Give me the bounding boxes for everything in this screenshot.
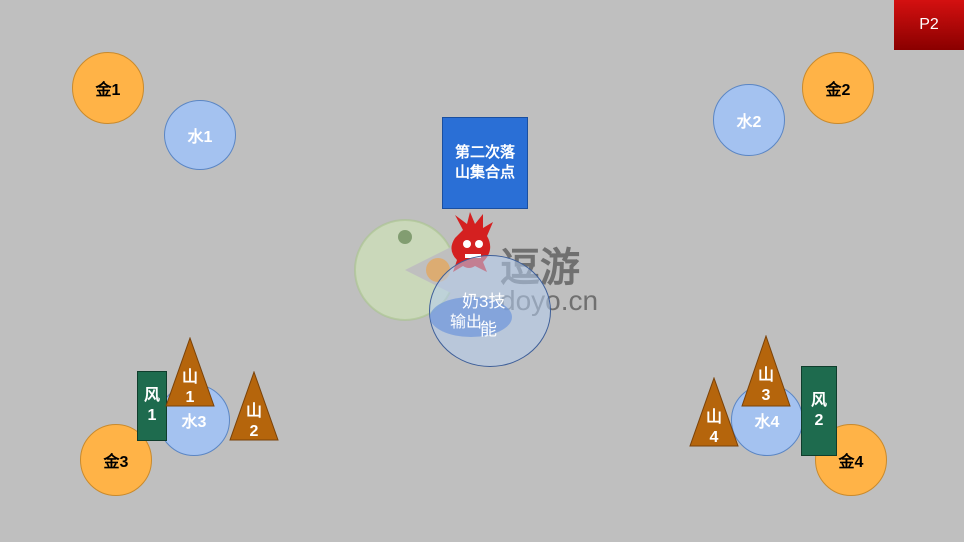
water-1-marker: 水1	[164, 100, 236, 170]
mountain-2-number: 2	[249, 423, 259, 440]
mountain-4-marker: 山 4	[689, 377, 739, 447]
mountain-1-number: 1	[185, 389, 195, 406]
water-4-label: 水4	[754, 414, 780, 431]
healer-skill-label-bottom: 能	[480, 320, 497, 339]
mountain-2-char: 山	[245, 403, 262, 420]
gold-3-label: 金3	[103, 454, 129, 471]
rally-point-box: 第二次落山集合点	[442, 117, 528, 209]
gold-4-label: 金4	[838, 454, 864, 471]
mountain-3-char: 山	[757, 367, 774, 384]
wind-2-char: 风	[810, 392, 827, 409]
water-2-label: 水2	[736, 114, 762, 131]
water-3-label: 水3	[181, 414, 207, 431]
gold-1-marker: 金1	[72, 52, 144, 124]
wind-2-number: 2	[814, 412, 824, 429]
wind-1-char: 风	[143, 387, 160, 404]
healer-skill-label-top: 奶3技	[462, 292, 506, 311]
mountain-3-marker: 山 3	[741, 335, 791, 407]
output-label: 输出	[450, 314, 483, 331]
wind-1-number: 1	[147, 407, 157, 424]
mountain-4-number: 4	[709, 429, 719, 446]
water-2-marker: 水2	[713, 84, 785, 156]
mountain-3-number: 3	[761, 387, 771, 404]
gold-2-marker: 金2	[802, 52, 874, 124]
gold-1-label: 金1	[95, 82, 121, 99]
mountain-1-marker: 山 1	[165, 337, 215, 407]
mountain-4-char: 山	[705, 409, 722, 426]
page-badge: P2	[894, 0, 964, 50]
mountain-1-char: 山	[181, 369, 198, 386]
wind-1-marker: 风 1	[137, 371, 167, 441]
mountain-2-marker: 山 2	[229, 371, 279, 441]
water-1-label: 水1	[187, 129, 213, 146]
output-zone	[430, 297, 512, 337]
rally-point-label: 第二次落山集合点	[454, 144, 515, 181]
gold-2-label: 金2	[825, 82, 851, 99]
wind-2-marker: 风 2	[801, 366, 837, 456]
